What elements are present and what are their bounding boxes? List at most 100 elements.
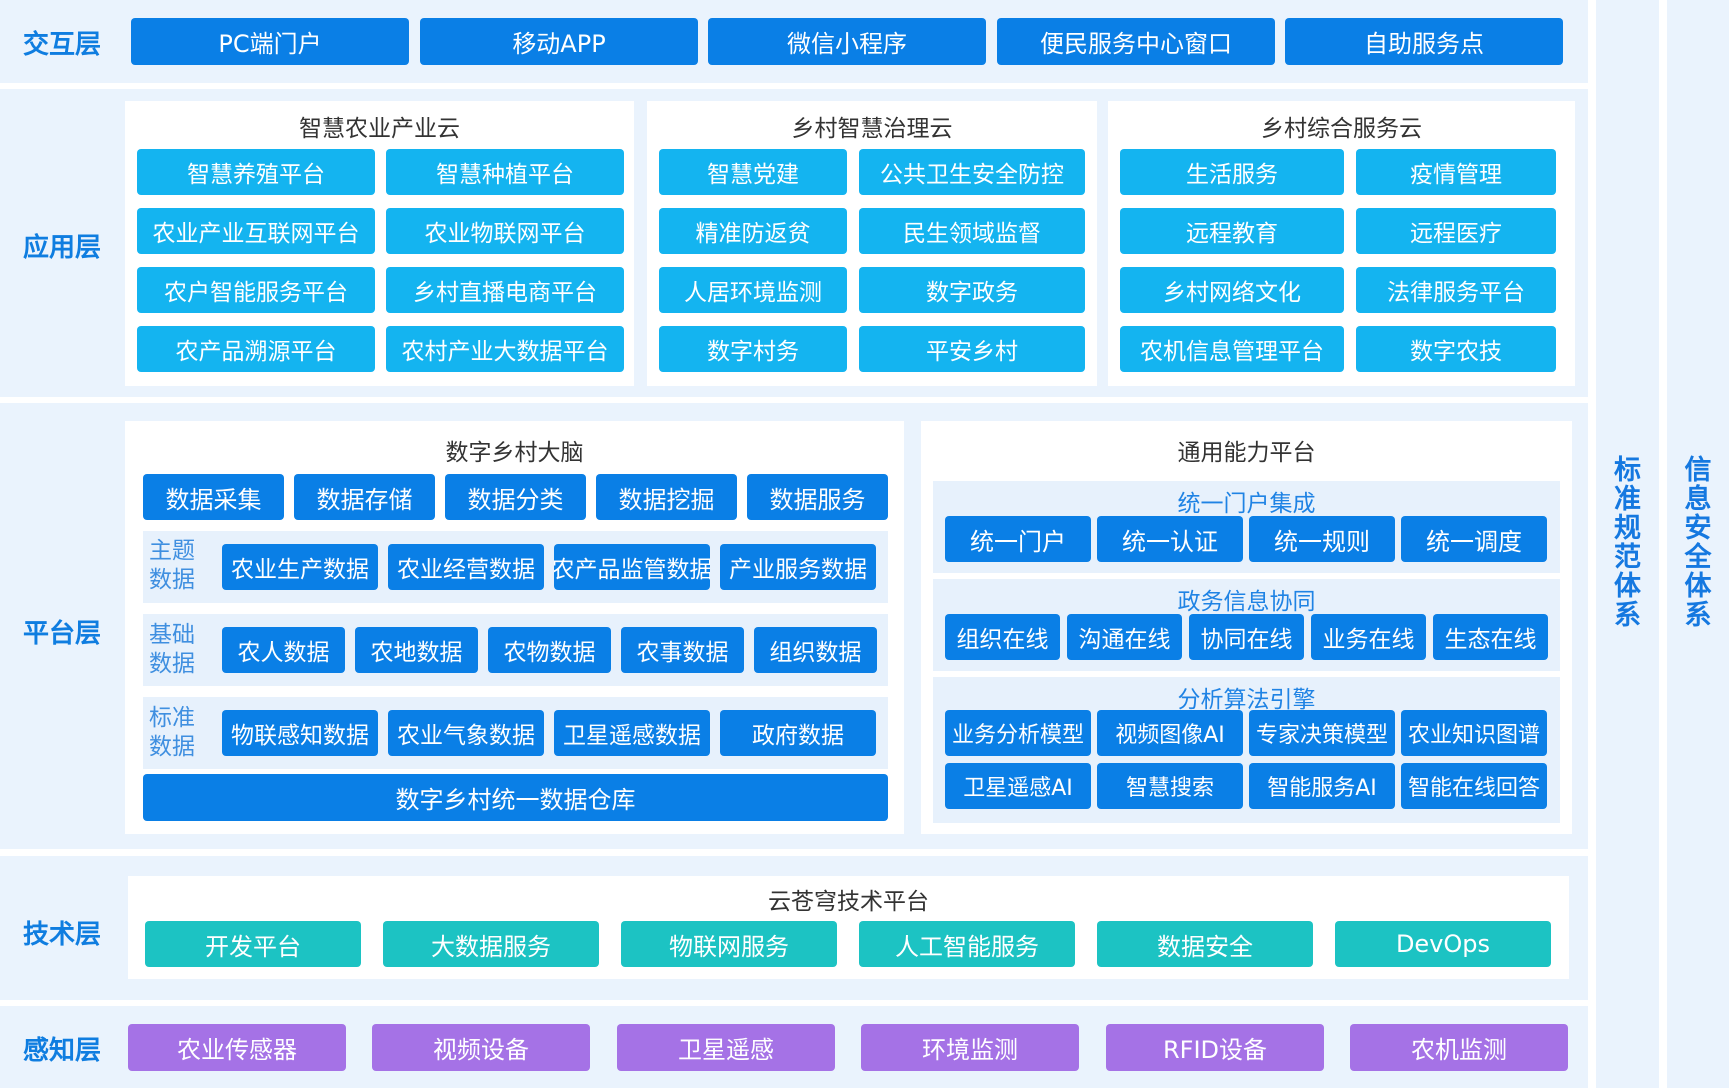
app-item[interactable]: 智慧养殖平台 — [137, 149, 375, 195]
app-item[interactable]: 农村产业大数据平台 — [386, 326, 624, 372]
perception-layer-label: 感知层 — [22, 1036, 101, 1066]
standard-data-item[interactable]: 卫星遥感数据 — [554, 710, 710, 756]
algorithm-item[interactable]: 专家决策模型 — [1249, 710, 1395, 756]
agri-industry-cloud-title: 智慧农业产业云 — [299, 116, 460, 142]
standard-data-item[interactable]: 农业气象数据 — [388, 710, 544, 756]
gov-item[interactable]: 协同在线 — [1189, 614, 1304, 660]
app-item[interactable]: 平安乡村 — [859, 326, 1085, 372]
general-capability-panel: 通用能力平台 统一门户集成 统一门户 统一认证 统一规则 统一调度 政务信息协同… — [921, 421, 1572, 834]
app-item[interactable]: 法律服务平台 — [1356, 267, 1556, 313]
theme-data-item[interactable]: 农业经营数据 — [388, 544, 544, 590]
app-item[interactable]: 远程教育 — [1120, 208, 1344, 254]
tech-platform-panel: 云苍穹技术平台 开发平台 大数据服务 物联网服务 人工智能服务 数据安全 Dev… — [128, 876, 1569, 979]
brain-process-item[interactable]: 数据挖掘 — [596, 474, 737, 520]
interaction-layer-label: 交互层 — [22, 30, 101, 60]
theme-data-item[interactable]: 农业生产数据 — [222, 544, 378, 590]
tech-item[interactable]: 开发平台 — [145, 921, 361, 967]
algorithm-item[interactable]: 智能服务AI — [1249, 763, 1395, 809]
gov-item[interactable]: 生态在线 — [1433, 614, 1548, 660]
portal-item[interactable]: 统一调度 — [1401, 516, 1547, 562]
rural-governance-cloud-title: 乡村智慧治理云 — [791, 116, 953, 142]
tech-item[interactable]: 数据安全 — [1097, 921, 1313, 967]
app-item[interactable]: 智慧种植平台 — [386, 149, 624, 195]
app-item[interactable]: 数字政务 — [859, 267, 1085, 313]
portal-item[interactable]: 统一规则 — [1249, 516, 1395, 562]
app-item[interactable]: 人居环境监测 — [659, 267, 847, 313]
perception-item[interactable]: RFID设备 — [1106, 1024, 1324, 1071]
gov-item[interactable]: 业务在线 — [1311, 614, 1426, 660]
interaction-item-pc-portal[interactable]: PC端门户 — [131, 18, 409, 65]
app-item[interactable]: 农产品溯源平台 — [137, 326, 375, 372]
app-item[interactable]: 乡村网络文化 — [1120, 267, 1344, 313]
algorithm-item[interactable]: 视频图像AI — [1097, 710, 1243, 756]
technology-layer-label: 技术层 — [22, 920, 101, 950]
algorithm-item[interactable]: 农业知识图谱 — [1401, 710, 1547, 756]
tech-item[interactable]: 物联网服务 — [621, 921, 837, 967]
tech-item[interactable]: DevOps — [1335, 921, 1551, 967]
app-item[interactable]: 农业物联网平台 — [386, 208, 624, 254]
interaction-item-service-window[interactable]: 便民服务中心窗口 — [997, 18, 1275, 65]
standard-data-item[interactable]: 物联感知数据 — [222, 710, 378, 756]
digital-village-brain-title: 数字乡村大脑 — [445, 440, 584, 466]
agri-industry-cloud-panel: 智慧农业产业云 智慧养殖平台 智慧种植平台 农业产业互联网平台 农业物联网平台 … — [125, 101, 634, 386]
basic-data-item[interactable]: 农事数据 — [621, 627, 744, 673]
perception-item[interactable]: 视频设备 — [372, 1024, 590, 1071]
interaction-item-self-service[interactable]: 自助服务点 — [1285, 18, 1563, 65]
app-item[interactable]: 数字村务 — [659, 326, 847, 372]
standards-system-column — [1596, 0, 1659, 1088]
standard-data-label: 标准数据 — [149, 705, 195, 760]
perception-item[interactable]: 环境监测 — [861, 1024, 1079, 1071]
app-item[interactable]: 农户智能服务平台 — [137, 267, 375, 313]
app-item[interactable]: 农机信息管理平台 — [1120, 326, 1344, 372]
algorithm-item[interactable]: 业务分析模型 — [945, 710, 1091, 756]
digital-village-brain-panel: 数字乡村大脑 数据采集 数据存储 数据分类 数据挖掘 数据服务 主题数据 农业生… — [125, 421, 904, 834]
tech-item[interactable]: 大数据服务 — [383, 921, 599, 967]
perception-item[interactable]: 农机监测 — [1350, 1024, 1568, 1071]
app-item[interactable]: 远程医疗 — [1356, 208, 1556, 254]
app-item[interactable]: 乡村直播电商平台 — [386, 267, 624, 313]
tech-platform-title: 云苍穹技术平台 — [768, 889, 929, 915]
portal-item[interactable]: 统一门户 — [945, 516, 1091, 562]
standards-system-label: 标准规范体系 — [1614, 455, 1641, 631]
algorithm-engine-title: 分析算法引擎 — [1177, 687, 1316, 713]
brain-process-item[interactable]: 数据采集 — [143, 474, 284, 520]
perception-item[interactable]: 农业传感器 — [128, 1024, 346, 1071]
interaction-item-mobile-app[interactable]: 移动APP — [420, 18, 698, 65]
app-item[interactable]: 疫情管理 — [1356, 149, 1556, 195]
basic-data-item[interactable]: 农地数据 — [355, 627, 478, 673]
app-item[interactable]: 农业产业互联网平台 — [137, 208, 375, 254]
basic-data-item[interactable]: 农物数据 — [488, 627, 611, 673]
basic-data-label: 基础数据 — [149, 622, 195, 677]
theme-data-label: 主题数据 — [149, 538, 195, 593]
theme-data-item[interactable]: 农产品监管数据 — [554, 544, 710, 590]
app-item[interactable]: 精准防返贫 — [659, 208, 847, 254]
app-item[interactable]: 民生领域监督 — [859, 208, 1085, 254]
gov-item[interactable]: 沟通在线 — [1067, 614, 1182, 660]
security-system-label: 信息安全体系 — [1684, 455, 1712, 631]
interaction-item-wechat-miniprogram[interactable]: 微信小程序 — [708, 18, 986, 65]
perception-item[interactable]: 卫星遥感 — [617, 1024, 835, 1071]
tech-item[interactable]: 人工智能服务 — [859, 921, 1075, 967]
standard-data-item[interactable]: 政府数据 — [720, 710, 876, 756]
basic-data-item[interactable]: 农人数据 — [222, 627, 345, 673]
portal-integration-title: 统一门户集成 — [1177, 491, 1316, 517]
rural-service-cloud-title: 乡村综合服务云 — [1261, 116, 1422, 142]
brain-process-item[interactable]: 数据服务 — [747, 474, 888, 520]
brain-process-item[interactable]: 数据存储 — [294, 474, 435, 520]
algorithm-item[interactable]: 卫星遥感AI — [945, 763, 1091, 809]
portal-item[interactable]: 统一认证 — [1097, 516, 1243, 562]
rural-governance-cloud-panel: 乡村智慧治理云 智慧党建 公共卫生安全防控 精准防返贫 民生领域监督 人居环境监… — [647, 101, 1097, 386]
app-item[interactable]: 生活服务 — [1120, 149, 1344, 195]
theme-data-item[interactable]: 产业服务数据 — [720, 544, 876, 590]
app-item[interactable]: 公共卫生安全防控 — [859, 149, 1085, 195]
algorithm-item[interactable]: 智慧搜索 — [1097, 763, 1243, 809]
gov-item[interactable]: 组织在线 — [945, 614, 1060, 660]
brain-process-item[interactable]: 数据分类 — [445, 474, 586, 520]
app-item[interactable]: 智慧党建 — [659, 149, 847, 195]
basic-data-item[interactable]: 组织数据 — [754, 627, 877, 673]
application-layer-label: 应用层 — [22, 233, 101, 263]
app-item[interactable]: 数字农技 — [1356, 326, 1556, 372]
rural-service-cloud-panel: 乡村综合服务云 生活服务 疫情管理 远程教育 远程医疗 乡村网络文化 法律服务平… — [1108, 101, 1575, 386]
data-warehouse-bar[interactable]: 数字乡村统一数据仓库 — [143, 774, 888, 821]
algorithm-item[interactable]: 智能在线回答 — [1401, 763, 1547, 809]
